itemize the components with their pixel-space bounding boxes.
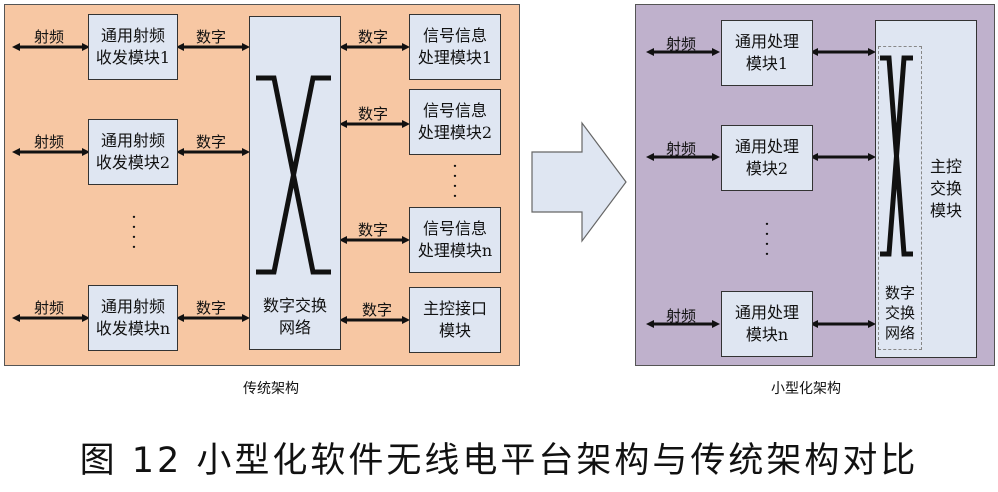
- rf-label-r2: 射频: [666, 140, 697, 158]
- transceiver-module-2: 通用射频 收发模块2: [88, 119, 178, 185]
- signal-processing-module-2-label: 信号信息 处理模块2: [417, 101, 493, 142]
- processor-ellipsis: ····: [452, 156, 458, 207]
- transceiver-ellipsis: ····: [131, 207, 137, 258]
- digital-label-tn: 数字: [196, 299, 227, 317]
- general-processing-module-1-label: 通用处理 模块1: [734, 32, 799, 73]
- digital-label-pn: 数字: [358, 221, 389, 239]
- rf-label-rn: 射频: [666, 307, 697, 325]
- transceiver-module-2-label: 通用射频 收发模块2: [95, 131, 171, 172]
- transceiver-module-n: 通用射频 收发模块n: [88, 285, 178, 351]
- signal-processing-module-1: 信号信息 处理模块1: [409, 14, 501, 80]
- digital-label-p2: 数字: [358, 105, 389, 123]
- main-control-interface-module: 主控接口 模块: [409, 287, 501, 353]
- rf-label-1: 射频: [34, 28, 65, 46]
- digital-label-p1: 数字: [358, 28, 389, 46]
- general-module-ellipsis: ····: [764, 214, 770, 265]
- main-control-interface-module-label: 主控接口 模块: [422, 299, 487, 340]
- transceiver-module-1-label: 通用射频 收发模块1: [95, 26, 171, 67]
- signal-processing-module-n-label: 信号信息 处理模块n: [417, 219, 493, 260]
- transition-arrow: [531, 121, 627, 243]
- compact-architecture-caption: 小型化架构: [771, 381, 841, 397]
- general-processing-module-1: 通用处理 模块1: [721, 20, 813, 86]
- figure-title: 图 12 小型化软件无线电平台架构与传统架构对比: [79, 441, 919, 481]
- transceiver-module-n-label: 通用射频 收发模块n: [95, 297, 171, 338]
- traditional-architecture-caption: 传统架构: [243, 381, 299, 397]
- signal-processing-module-n: 信号信息 处理模块n: [409, 207, 501, 273]
- signal-processing-module-1-label: 信号信息 处理模块1: [417, 26, 493, 67]
- digital-label-if: 数字: [362, 301, 393, 319]
- embedded-switch-network: 数字 交换 网络: [878, 46, 922, 350]
- signal-processing-module-2: 信号信息 处理模块2: [409, 89, 501, 155]
- general-processing-module-n-label: 通用处理 模块n: [734, 303, 799, 344]
- general-processing-module-2: 通用处理 模块2: [721, 125, 813, 191]
- main-control-switch-module-label: 主控 交换 模块: [929, 157, 962, 220]
- rf-label-n: 射频: [34, 299, 65, 317]
- transceiver-module-1: 通用射频 收发模块1: [88, 14, 178, 80]
- rf-label-2: 射频: [34, 133, 65, 151]
- digital-label-t2: 数字: [196, 133, 227, 151]
- embedded-switch-network-label: 数字 交换 网络: [884, 284, 915, 342]
- general-processing-module-2-label: 通用处理 模块2: [734, 137, 799, 178]
- general-processing-module-n: 通用处理 模块n: [721, 291, 813, 357]
- digital-switch-network-label: 数字交换 网络: [262, 296, 327, 337]
- digital-switch-network: 数字交换 网络: [249, 16, 341, 350]
- rf-label-r1: 射频: [666, 35, 697, 53]
- digital-label-t1: 数字: [196, 28, 227, 46]
